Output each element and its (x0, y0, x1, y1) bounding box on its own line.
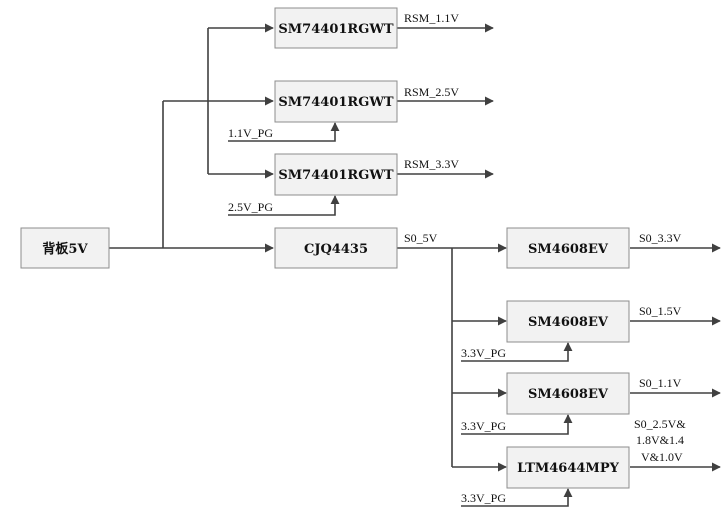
wire-pg-3v3-b (461, 414, 573, 435)
block-buck-3-label: SM4608EV (528, 387, 609, 402)
block-backplane-label: 背板5V (42, 241, 88, 257)
pg-label-3v3-c: 3.3V_PG (461, 491, 506, 505)
wire-pg-3v3-a (461, 342, 573, 362)
block-buck-2: SM4608EV (506, 300, 630, 343)
rail-label-s0-multi-line2: 1.8V&1.4 (636, 433, 684, 447)
connection-wires (109, 23, 721, 507)
rail-label-s0-5v: S0_5V (404, 231, 438, 245)
rail-label-rsm-1v1: RSM_1.1V (404, 11, 459, 25)
block-ldo-1: SM74401RGWT (274, 7, 398, 49)
rail-label-s0-1v1: S0_1.1V (639, 376, 682, 390)
block-ldo-3-label: SM74401RGWT (278, 168, 394, 183)
block-ldo-1-label: SM74401RGWT (278, 22, 394, 37)
rail-label-s0-1v5: S0_1.5V (639, 304, 682, 318)
block-buck-2-label: SM4608EV (528, 315, 609, 330)
rail-label-s0-multi-line1: S0_2.5V& (634, 417, 686, 431)
rail-labels: RSM_1.1V RSM_2.5V RSM_3.3V S0_5V S0_3.3V… (404, 11, 686, 464)
block-module-label: LTM4644MPY (517, 461, 619, 476)
pg-label-1v1: 1.1V_PG (228, 126, 273, 140)
block-ldo-2-label: SM74401RGWT (278, 95, 394, 110)
rail-label-rsm-2v5: RSM_2.5V (404, 85, 459, 99)
block-ldo-3: SM74401RGWT (274, 153, 398, 196)
block-module: LTM4644MPY (506, 446, 630, 489)
block-load-switch: CJQ4435 (274, 227, 398, 269)
block-backplane: 背板5V (20, 227, 110, 269)
enable-labels: 1.1V_PG 2.5V_PG 3.3V_PG 3.3V_PG 3.3V_PG (228, 126, 506, 505)
rail-label-s0-multi-line3: V&1.0V (641, 450, 683, 464)
pg-label-3v3-b: 3.3V_PG (461, 419, 506, 433)
block-buck-1-label: SM4608EV (528, 242, 609, 257)
rail-label-rsm-3v3: RSM_3.3V (404, 157, 459, 171)
rail-label-s0-3v3: S0_3.3V (639, 231, 682, 245)
block-load-switch-label: CJQ4435 (304, 242, 368, 257)
wire-pg-1v1 (228, 122, 340, 142)
block-buck-3: SM4608EV (506, 372, 630, 415)
block-ldo-2: SM74401RGWT (274, 80, 398, 123)
wire-pg-2v5 (228, 195, 340, 216)
pg-label-2v5: 2.5V_PG (228, 200, 273, 214)
pg-label-3v3-a: 3.3V_PG (461, 346, 506, 360)
wire-pg-3v3-c (461, 488, 573, 507)
block-buck-1: SM4608EV (506, 227, 630, 269)
